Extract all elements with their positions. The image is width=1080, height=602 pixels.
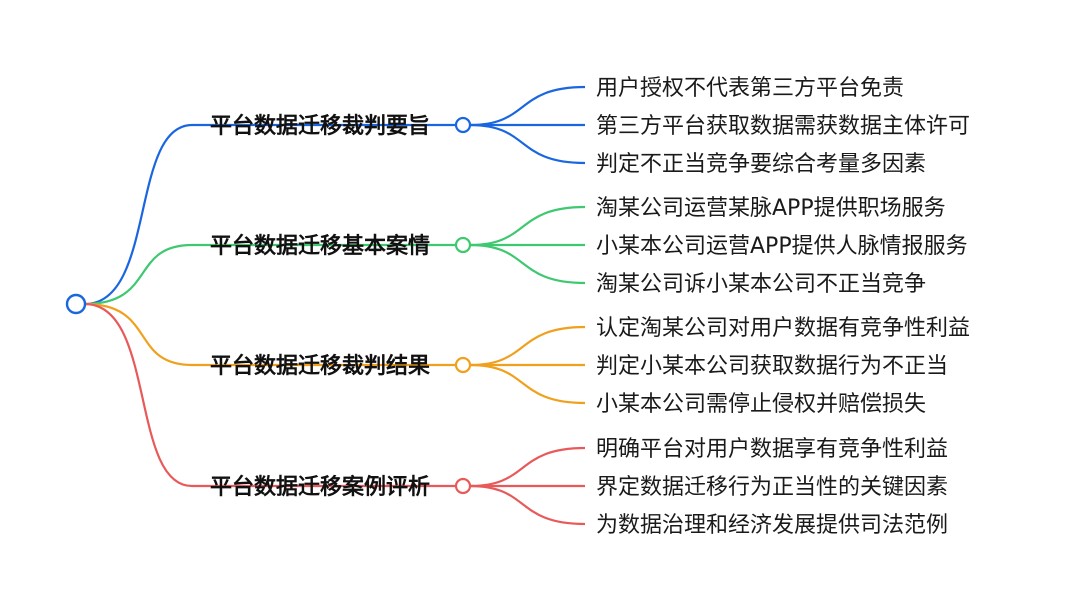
leaf-label: 第三方平台获取数据需获数据主体许可 [596, 114, 970, 139]
branch-to-leaf-link [469, 325, 586, 367]
leaf-label: 淘某公司运营某脉APP提供职场服务 [596, 196, 946, 221]
branch-node[interactable] [454, 116, 472, 134]
branch-node[interactable] [454, 477, 472, 495]
leaf-label: 小某本公司需停止侵权并赔偿损失 [596, 392, 926, 417]
branch-to-leaf-link [469, 243, 586, 285]
branch-to-leaf-link [469, 446, 586, 488]
leaf-label: 为数据治理和经济发展提供司法范例 [596, 513, 948, 538]
branch-to-leaf-link [469, 363, 586, 405]
leaf-label: 判定不正当竞争要综合考量多因素 [596, 152, 926, 177]
branch-label: 平台数据迁移案例评析 [210, 474, 430, 500]
leaf-label: 判定小某本公司获取数据行为不正当 [596, 354, 948, 379]
root-to-branch-link [84, 302, 193, 367]
branch-to-leaf-link [469, 484, 586, 526]
root-node[interactable] [65, 293, 87, 315]
branch-to-leaf-link [469, 123, 586, 165]
leaf-label: 认定淘某公司对用户数据有竞争性利益 [596, 316, 970, 341]
leaf-label: 小某本公司运营APP提供人脉情报服务 [596, 234, 968, 259]
root-to-branch-link [84, 302, 193, 488]
leaf-label: 淘某公司诉小某本公司不正当竞争 [596, 272, 926, 297]
link-layer [84, 85, 586, 526]
branch-node[interactable] [454, 236, 472, 254]
branch-label: 平台数据迁移裁判要旨 [210, 113, 430, 139]
branch-to-leaf-link [469, 85, 586, 127]
branch-label: 平台数据迁移基本案情 [210, 233, 430, 259]
leaf-label: 明确平台对用户数据享有竞争性利益 [596, 437, 948, 462]
root-to-branch-link [84, 123, 193, 306]
leaf-label: 界定数据迁移行为正当性的关键因素 [596, 475, 948, 500]
root-to-branch-link [84, 243, 193, 306]
leaf-label: 用户授权不代表第三方平台免责 [596, 76, 904, 101]
branch-to-leaf-link [469, 205, 586, 247]
branch-label: 平台数据迁移裁判结果 [210, 353, 430, 379]
node-layer: 平台数据迁移裁判要旨 用户授权不代表第三方平台免责第三方平台获取数据需获数据主体许… [65, 76, 970, 538]
branch-node[interactable] [454, 356, 472, 374]
